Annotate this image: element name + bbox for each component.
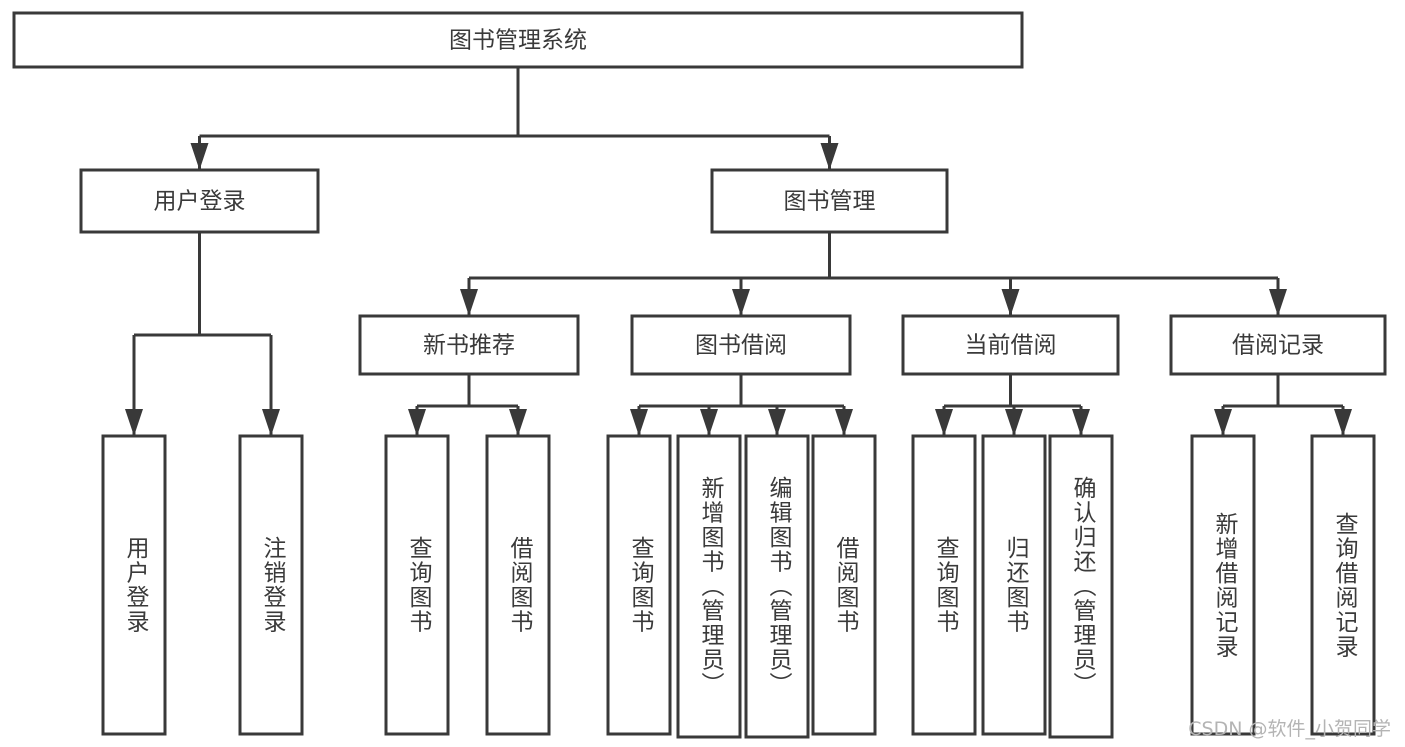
node-box-root[interactable] — [12, 11, 1024, 69]
node-box-borrow-record[interactable] — [1169, 314, 1387, 376]
arrow-head-icon — [262, 409, 280, 436]
arrow-head-icon — [1214, 409, 1232, 436]
node-label-book-manage: 图书管理 — [784, 189, 876, 215]
node-label-book-borrow: 图书借阅 — [695, 333, 787, 359]
arrow-head-icon — [509, 409, 527, 436]
node-box-confirm-return-admin[interactable] — [1048, 434, 1114, 739]
arrow-head-icon — [1269, 289, 1287, 316]
arrow-head-icon — [820, 143, 839, 170]
node-box-current-borrow[interactable] — [901, 314, 1120, 376]
node-label-root: 图书管理系统 — [449, 28, 587, 54]
node-box-new-book-recommend[interactable] — [358, 314, 580, 376]
connectors-layer — [125, 67, 1352, 436]
node-label-user-login: 用户登录 — [154, 189, 246, 215]
node-box-query-book-2[interactable] — [606, 434, 672, 736]
arrow-head-icon — [835, 409, 853, 436]
node-label-current-borrow: 当前借阅 — [965, 333, 1057, 359]
node-box-edit-book-admin[interactable] — [744, 434, 810, 739]
node-box-book-borrow[interactable] — [630, 314, 852, 376]
arrow-head-icon — [768, 409, 786, 436]
arrow-head-icon — [190, 143, 209, 170]
arrow-head-icon — [1334, 409, 1352, 436]
node-label-new-book-recommend: 新书推荐 — [423, 333, 515, 359]
arrow-head-icon — [1072, 409, 1090, 436]
node-box-add-book-admin[interactable] — [676, 434, 742, 739]
arrow-head-icon — [732, 289, 750, 316]
boxes-layer — [12, 11, 1387, 739]
node-box-query-book-3[interactable] — [911, 434, 977, 736]
node-box-borrow-book-1[interactable] — [485, 434, 551, 736]
arrow-head-icon — [1001, 289, 1020, 316]
arrow-head-icon — [460, 289, 478, 316]
node-box-user-logout[interactable] — [238, 434, 304, 736]
node-box-return-book[interactable] — [981, 434, 1047, 736]
node-box-user-login-do[interactable] — [101, 434, 167, 736]
arrow-head-icon — [125, 409, 143, 436]
arrow-head-icon — [408, 409, 426, 436]
arrow-head-icon — [630, 409, 648, 436]
watermark-credit: CSDN @软件_小贺同学 — [1188, 718, 1391, 740]
arrow-head-icon — [935, 409, 953, 436]
node-box-borrow-book-2[interactable] — [811, 434, 877, 736]
node-box-query-borrow-record[interactable] — [1310, 434, 1376, 736]
arrow-head-icon — [700, 409, 718, 436]
node-label-borrow-record: 借阅记录 — [1232, 333, 1324, 359]
arrow-head-icon — [1005, 409, 1023, 436]
node-box-book-manage[interactable] — [710, 168, 949, 234]
node-box-user-login[interactable] — [79, 168, 320, 234]
node-box-query-book-1[interactable] — [384, 434, 450, 736]
node-box-add-borrow-record[interactable] — [1190, 434, 1256, 736]
